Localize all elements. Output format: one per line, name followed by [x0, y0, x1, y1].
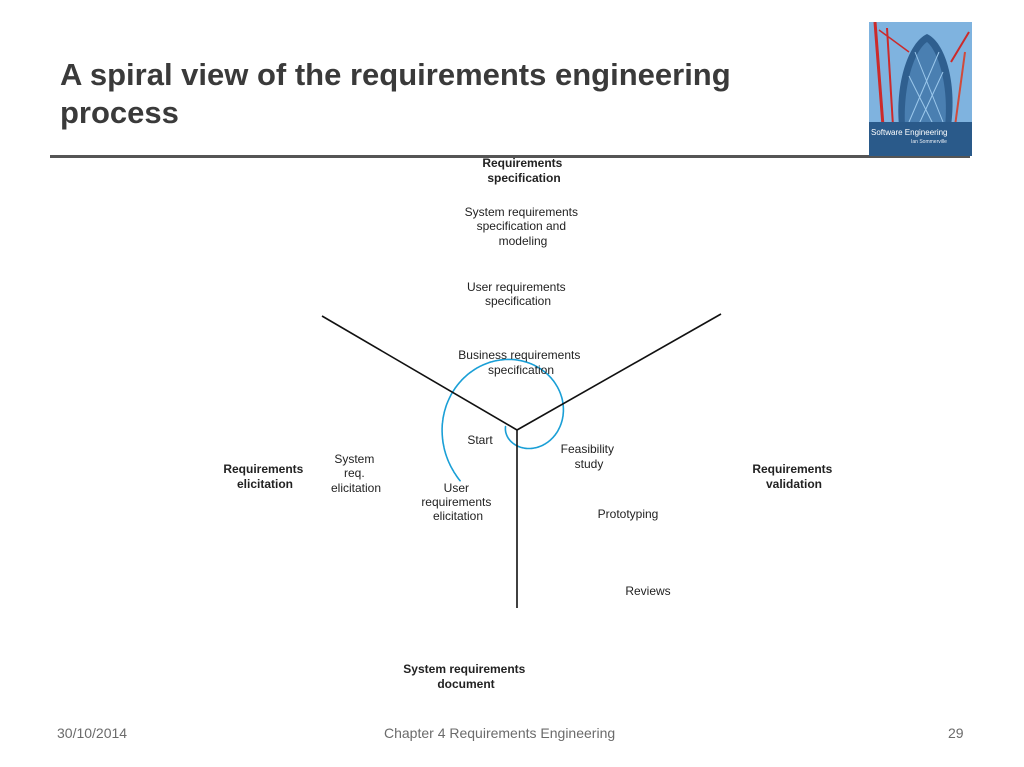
gherkin-building-illustration	[869, 22, 972, 156]
footer-chapter: Chapter 4 Requirements Engineering	[384, 725, 616, 741]
footer-page-number: 29	[948, 725, 964, 741]
sector-label-validation: Requirements validation	[752, 462, 835, 491]
cover-author: Ian Sommerville	[911, 139, 947, 145]
divider-elicitation	[321, 315, 518, 431]
label-system-requirements-specification: System requirements specification and mo…	[465, 205, 582, 248]
book-cover-image: Software Engineering Ian Sommerville	[869, 22, 972, 156]
label-prototyping: Prototyping	[598, 507, 659, 521]
spiral-curve	[441, 358, 565, 482]
label-feasibility-study: Feasibility study	[561, 442, 618, 471]
label-system-req-elicitation: System req. elicitation	[331, 452, 381, 495]
label-user-requirements-specification: User requirements specification	[467, 280, 569, 308]
divider-validation	[516, 313, 722, 431]
label-start: Start	[467, 433, 493, 447]
slide-title: A spiral view of the requirements engine…	[60, 56, 850, 132]
title-divider	[50, 155, 970, 158]
sector-label-specification: Requirements specification	[482, 156, 565, 185]
label-user-requirements-elicitation: User requirements elicitation	[421, 481, 494, 523]
slide-title-line-2: process	[60, 95, 179, 130]
footer-date: 30/10/2014	[57, 725, 128, 741]
label-system-requirements-document: System requirements document	[403, 662, 528, 691]
cover-title: Software Engineering	[871, 128, 948, 137]
sector-label-elicitation: Requirements elicitation	[223, 462, 306, 491]
label-reviews: Reviews	[625, 584, 670, 598]
label-business-requirements-specification: Business requirements specification	[458, 348, 583, 377]
slide-title-line-1: A spiral view of the requirements engine…	[60, 57, 731, 92]
